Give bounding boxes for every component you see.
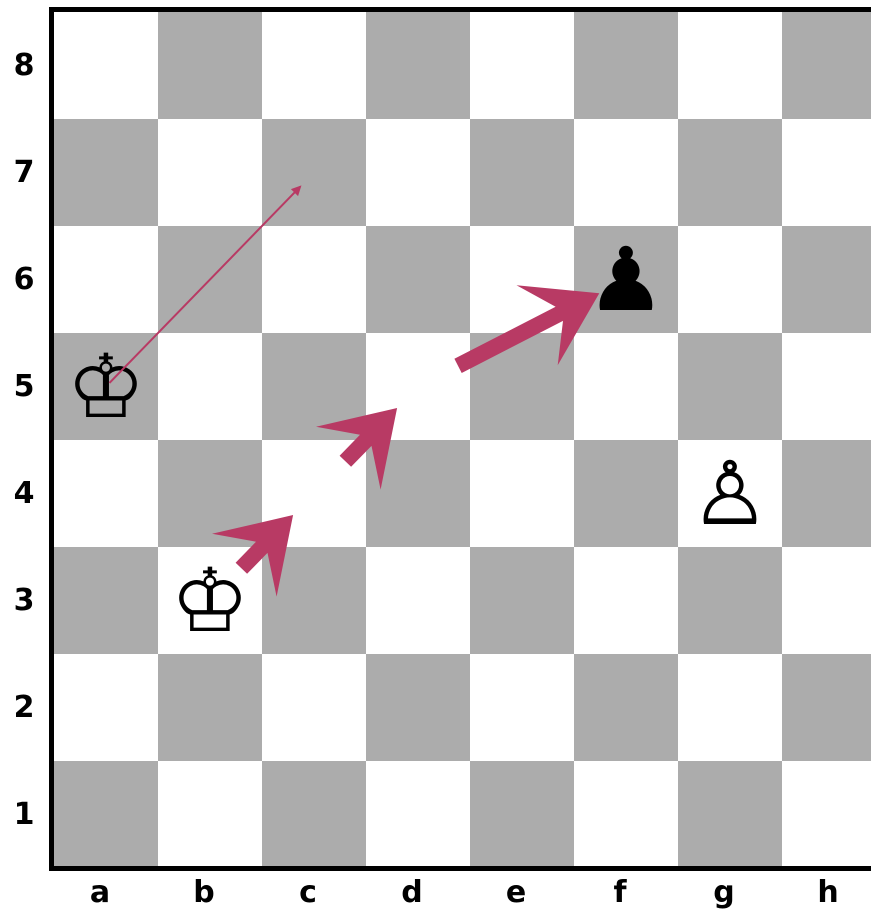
file-label-f: f (600, 878, 640, 908)
square-f3[interactable] (574, 547, 678, 654)
square-h3[interactable] (782, 547, 871, 654)
square-g8[interactable] (678, 12, 782, 119)
square-e6[interactable] (470, 226, 574, 333)
square-g2[interactable] (678, 654, 782, 761)
square-a7[interactable] (54, 119, 158, 226)
square-d8[interactable] (366, 12, 470, 119)
square-d6[interactable] (366, 226, 470, 333)
square-e2[interactable] (470, 654, 574, 761)
file-label-e: e (496, 878, 536, 908)
white-king-icon[interactable]: ♔ (54, 333, 158, 440)
square-b6[interactable] (158, 226, 262, 333)
square-d4[interactable] (366, 440, 470, 547)
file-label-a: a (80, 878, 120, 908)
square-g5[interactable] (678, 333, 782, 440)
square-b5[interactable] (158, 333, 262, 440)
square-f4[interactable] (574, 440, 678, 547)
square-f2[interactable] (574, 654, 678, 761)
square-e3[interactable] (470, 547, 574, 654)
square-d5[interactable] (366, 333, 470, 440)
square-a6[interactable] (54, 226, 158, 333)
file-label-h: h (808, 878, 848, 908)
square-d1[interactable] (366, 761, 470, 868)
square-f1[interactable] (574, 761, 678, 868)
square-c4[interactable] (262, 440, 366, 547)
square-c2[interactable] (262, 654, 366, 761)
rank-label-4: 4 (4, 479, 44, 509)
file-label-c: c (288, 878, 328, 908)
square-h4[interactable] (782, 440, 871, 547)
square-c5[interactable] (262, 333, 366, 440)
square-e5[interactable] (470, 333, 574, 440)
rank-label-1: 1 (4, 800, 44, 830)
square-e8[interactable] (470, 12, 574, 119)
square-a3[interactable] (54, 547, 158, 654)
square-c7[interactable] (262, 119, 366, 226)
square-h7[interactable] (782, 119, 871, 226)
square-h6[interactable] (782, 226, 871, 333)
rank-label-2: 2 (4, 693, 44, 723)
square-b4[interactable] (158, 440, 262, 547)
rank-label-5: 5 (4, 372, 44, 402)
square-a4[interactable] (54, 440, 158, 547)
square-h1[interactable] (782, 761, 871, 868)
square-b7[interactable] (158, 119, 262, 226)
square-f5[interactable] (574, 333, 678, 440)
rank-label-8: 8 (4, 51, 44, 81)
square-a8[interactable] (54, 12, 158, 119)
white-king-icon[interactable]: ♔ (158, 547, 262, 654)
square-d3[interactable] (366, 547, 470, 654)
square-h5[interactable] (782, 333, 871, 440)
rank-label-6: 6 (4, 265, 44, 295)
square-f8[interactable] (574, 12, 678, 119)
square-g1[interactable] (678, 761, 782, 868)
square-c8[interactable] (262, 12, 366, 119)
square-e4[interactable] (470, 440, 574, 547)
black-pawn-icon[interactable]: ♟ (574, 226, 678, 333)
square-c6[interactable] (262, 226, 366, 333)
square-b1[interactable] (158, 761, 262, 868)
square-a1[interactable] (54, 761, 158, 868)
rank-label-3: 3 (4, 586, 44, 616)
square-g3[interactable] (678, 547, 782, 654)
square-h8[interactable] (782, 12, 871, 119)
white-pawn-icon[interactable]: ♙ (678, 440, 782, 547)
file-label-g: g (704, 878, 744, 908)
square-e7[interactable] (470, 119, 574, 226)
square-c3[interactable] (262, 547, 366, 654)
file-label-b: b (184, 878, 224, 908)
square-e1[interactable] (470, 761, 574, 868)
square-b8[interactable] (158, 12, 262, 119)
square-c1[interactable] (262, 761, 366, 868)
square-a2[interactable] (54, 654, 158, 761)
file-label-d: d (392, 878, 432, 908)
rank-label-7: 7 (4, 158, 44, 188)
square-g6[interactable] (678, 226, 782, 333)
square-d2[interactable] (366, 654, 470, 761)
square-h2[interactable] (782, 654, 871, 761)
square-f7[interactable] (574, 119, 678, 226)
chess-board[interactable]: ♔♔ ♟♙ (49, 7, 871, 871)
square-g7[interactable] (678, 119, 782, 226)
square-d7[interactable] (366, 119, 470, 226)
square-b2[interactable] (158, 654, 262, 761)
